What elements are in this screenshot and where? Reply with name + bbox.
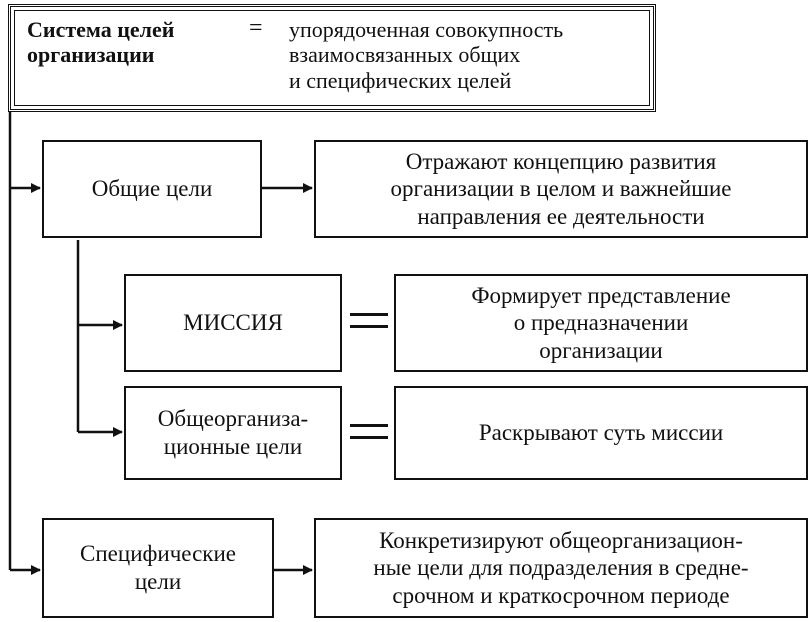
- mission-description-box: Формирует представление о предназначении…: [394, 274, 808, 372]
- specific-goals-description: Конкретизируют общеорганизацион- ные цел…: [373, 527, 749, 608]
- org-goals-label: Общеорганиза- ционные цели: [157, 406, 309, 459]
- term-goal-system: Система целей организации: [27, 17, 175, 68]
- org-goals-box: Общеорганиза- ционные цели: [124, 386, 342, 480]
- equals-sign: =: [249, 15, 263, 41]
- org-goals-equals-sign: [350, 424, 388, 448]
- general-goals-label: Общие цели: [91, 176, 213, 202]
- mission-label: МИССИЯ: [183, 310, 283, 336]
- mission-description: Формирует представление о предназначении…: [471, 282, 731, 363]
- definition-header: Система целей организации = упорядоченна…: [8, 4, 656, 112]
- specific-goals-box: Специфические цели: [42, 518, 274, 618]
- mission-box: МИССИЯ: [124, 274, 342, 372]
- specific-goals-label: Специфические цели: [80, 541, 236, 594]
- general-goals-box: Общие цели: [42, 140, 262, 238]
- specific-goals-description-box: Конкретизируют общеорганизацион- ные цел…: [314, 518, 808, 618]
- org-goals-description-box: Раскрывают суть миссии: [394, 386, 808, 480]
- org-goals-description: Раскрывают суть миссии: [478, 420, 724, 446]
- general-goals-description-box: Отражают концепцию развития организации …: [314, 140, 808, 238]
- mission-equals-sign: [350, 313, 388, 337]
- general-goals-description: Отражают концепцию развития организации …: [390, 148, 732, 229]
- term-definition: упорядоченная совокупность взаимосвязанн…: [289, 17, 564, 93]
